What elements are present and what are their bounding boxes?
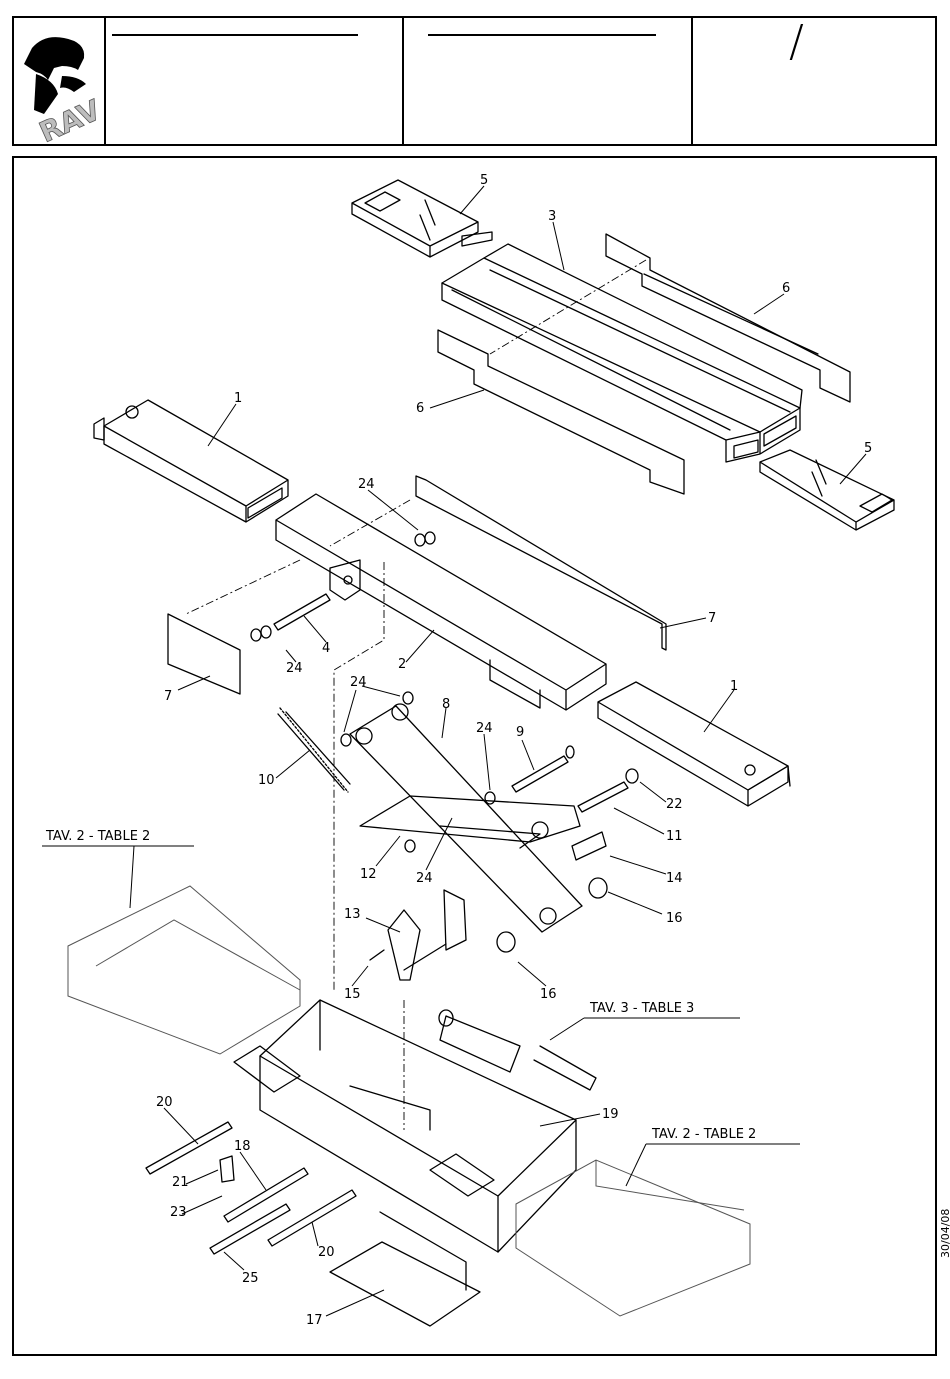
part-16-bushings bbox=[497, 878, 607, 952]
part-label: 7 bbox=[164, 689, 172, 704]
part-label: 18 bbox=[234, 1139, 251, 1154]
part-7-left-plate bbox=[168, 614, 240, 694]
part-6-lower-plate bbox=[438, 330, 684, 494]
part-label: 21 bbox=[172, 1175, 189, 1190]
part-label: 23 bbox=[170, 1205, 187, 1220]
table-2-left-frame bbox=[68, 886, 300, 1054]
part-label: 1 bbox=[234, 391, 242, 406]
part-label: 15 bbox=[344, 987, 361, 1002]
part-label: 24 bbox=[476, 721, 493, 736]
part-5-top-plate bbox=[352, 180, 492, 257]
assembly-centerlines bbox=[186, 260, 646, 1130]
part-label: 24 bbox=[350, 675, 367, 690]
part-3-center-beam bbox=[442, 244, 802, 462]
part-label: 11 bbox=[666, 829, 683, 844]
part-label: 3 bbox=[548, 209, 556, 224]
part-label: 13 bbox=[344, 907, 361, 922]
part-label: 2 bbox=[398, 657, 406, 672]
part-label: 12 bbox=[360, 867, 377, 882]
table-2-right-frame bbox=[516, 1160, 750, 1316]
part-label: 14 bbox=[666, 871, 683, 886]
part-label: 22 bbox=[666, 797, 683, 812]
part-24-washers bbox=[251, 532, 495, 852]
part-label: 16 bbox=[540, 987, 557, 1002]
part-15-spring bbox=[370, 950, 384, 960]
tav3-label: TAV. 3 - TABLE 3 bbox=[589, 1001, 694, 1016]
part-label: 4 bbox=[322, 641, 330, 656]
part-label: 7 bbox=[708, 611, 716, 626]
tav2-left-ref: TAV. 2 - TABLE 2 bbox=[42, 829, 194, 908]
part-number-labels: 5 3 6 1 6 5 24 7 4 24 2 7 24 8 24 9 1 10… bbox=[156, 173, 872, 1328]
part-label: 19 bbox=[602, 1107, 619, 1122]
part-label: 6 bbox=[416, 401, 424, 416]
cylinder-tav3 bbox=[439, 1010, 596, 1090]
part-label: 20 bbox=[318, 1245, 335, 1260]
part-label: 24 bbox=[358, 477, 375, 492]
part-18-rod bbox=[224, 1168, 308, 1222]
part-17-plate bbox=[330, 1212, 480, 1326]
part-1-left-extension bbox=[94, 400, 288, 522]
part-label: 1 bbox=[730, 679, 738, 694]
part-10-spring bbox=[278, 708, 350, 792]
tav2-right-label: TAV. 2 - TABLE 2 bbox=[651, 1127, 756, 1142]
part-label: 25 bbox=[242, 1271, 259, 1286]
part-label: 9 bbox=[516, 725, 524, 740]
part-5-right-plate bbox=[760, 450, 894, 530]
part-1-right-extension bbox=[598, 682, 790, 806]
part-label: 5 bbox=[480, 173, 488, 188]
part-label: 24 bbox=[286, 661, 303, 676]
part-label: 17 bbox=[306, 1313, 323, 1328]
part-label: 24 bbox=[416, 871, 433, 886]
part-9-pin bbox=[512, 746, 574, 792]
part-label: 8 bbox=[442, 697, 450, 712]
part-8-scissor-arms bbox=[350, 704, 582, 932]
tav2-left-label: TAV. 2 - TABLE 2 bbox=[45, 829, 150, 844]
tav2-right-ref: TAV. 2 - TABLE 2 bbox=[626, 1127, 800, 1186]
part-25-rod bbox=[210, 1204, 290, 1254]
drawing-date: 30/04/08 bbox=[939, 1209, 950, 1258]
part-label: 5 bbox=[864, 441, 872, 456]
part-21-handle bbox=[220, 1156, 234, 1182]
part-11-pin bbox=[578, 769, 638, 812]
part-label: 20 bbox=[156, 1095, 173, 1110]
part-label: 6 bbox=[782, 281, 790, 296]
part-14-bushing bbox=[572, 832, 606, 860]
part-label: 10 bbox=[258, 773, 275, 788]
tav3-ref: TAV. 3 - TABLE 3 bbox=[550, 1001, 740, 1040]
part-19-base-frame bbox=[234, 1000, 576, 1252]
part-label: 16 bbox=[666, 911, 683, 926]
part-13-bracket bbox=[388, 890, 466, 980]
part-4-pin bbox=[274, 594, 330, 630]
